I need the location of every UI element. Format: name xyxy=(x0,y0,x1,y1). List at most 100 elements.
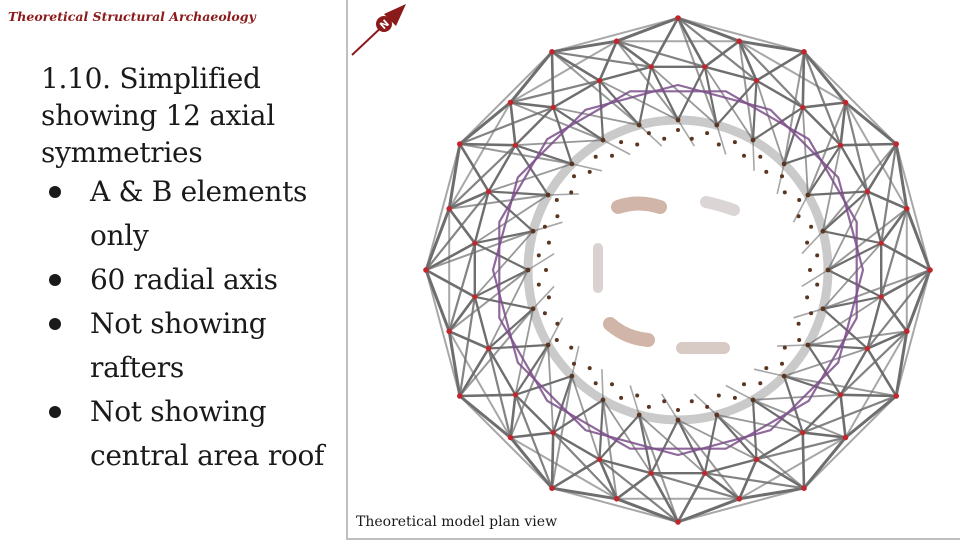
middle-node xyxy=(864,345,871,352)
radial-axis-node xyxy=(796,214,801,219)
radial-axis-node xyxy=(805,240,810,245)
truss-strut xyxy=(448,190,490,210)
truss-strut xyxy=(458,394,512,439)
outer-node xyxy=(549,49,555,55)
truss-strut xyxy=(894,143,909,209)
bullet-text: Not showing rafters xyxy=(90,307,267,384)
truss-strut xyxy=(550,51,555,108)
truss-strut xyxy=(551,458,601,490)
truss-strut xyxy=(515,139,604,147)
purple-rings xyxy=(491,83,865,457)
outer-node xyxy=(675,15,681,21)
middle-node xyxy=(486,345,492,352)
header-label: Theoretical Structural Archaeology xyxy=(8,9,256,24)
truss-strut xyxy=(532,285,555,310)
truss-strut xyxy=(527,253,555,271)
truss-strut xyxy=(448,144,517,210)
truss-strut xyxy=(704,458,757,475)
truss-strut xyxy=(488,163,573,193)
truss-strut xyxy=(514,344,550,396)
radial-axis-node xyxy=(619,140,624,145)
radial-axis-node xyxy=(758,154,763,159)
truss-strut xyxy=(677,17,718,126)
radial-axis-node xyxy=(815,253,820,258)
truss-strut xyxy=(840,142,897,147)
truss-strut xyxy=(827,191,869,271)
outer-node xyxy=(675,519,681,525)
radial-axis-node xyxy=(619,395,624,400)
truss-strut xyxy=(822,295,882,310)
outer-node xyxy=(613,38,620,44)
bullet-text: A & B elements only xyxy=(90,175,308,252)
truss-strut xyxy=(548,193,579,196)
truss-strut xyxy=(751,80,758,141)
inner-node xyxy=(569,161,575,167)
truss-strut xyxy=(801,269,829,287)
outer-node xyxy=(736,496,743,502)
middle-node xyxy=(878,294,884,300)
truss-strut xyxy=(803,395,897,489)
truss-strut xyxy=(704,40,741,68)
truss-strut xyxy=(552,431,618,500)
truss-strut xyxy=(551,50,601,82)
truss-strut xyxy=(458,143,490,193)
radial-axis-node xyxy=(635,142,640,147)
truss-strut xyxy=(509,394,517,438)
truss-strut xyxy=(487,269,529,349)
outer-node xyxy=(842,99,849,106)
radial-axis-node xyxy=(593,154,598,159)
radial-axis-node xyxy=(742,382,746,387)
radial-axis-node xyxy=(554,338,559,342)
truss-nodes xyxy=(423,15,933,525)
truss-strut xyxy=(510,79,600,104)
truss-strut xyxy=(822,143,897,232)
radial-axis-node xyxy=(546,295,551,300)
middle-node xyxy=(864,188,871,195)
inner-node xyxy=(714,412,720,418)
truss-strut xyxy=(839,394,847,438)
bullet-list: A & B elements only 60 radial axis Not s… xyxy=(40,170,340,478)
inner-node xyxy=(825,267,831,273)
truss-strut xyxy=(474,230,534,298)
truss-strut xyxy=(807,296,882,346)
inner-node xyxy=(636,412,642,418)
truss-strut xyxy=(827,269,882,298)
truss-strut xyxy=(704,65,757,82)
truss-strut xyxy=(802,431,846,439)
radial-axis-node xyxy=(662,136,667,141)
truss-strut xyxy=(487,190,534,233)
truss-strut xyxy=(801,230,824,255)
truss-strut xyxy=(459,106,554,146)
purple-ring xyxy=(491,83,865,457)
truss-strut xyxy=(704,66,754,141)
truss-strut xyxy=(487,307,534,350)
middle-node xyxy=(702,470,708,476)
bullet-icon xyxy=(49,406,61,418)
radial-axis-node xyxy=(732,140,737,145)
outer-node xyxy=(613,496,620,502)
truss-strut xyxy=(474,194,549,244)
middle-node xyxy=(472,294,478,300)
middle-node xyxy=(550,430,556,436)
bullet-text: 60 radial axis xyxy=(90,263,278,296)
inner-node xyxy=(636,122,642,128)
truss-strut xyxy=(822,242,882,310)
truss-strut xyxy=(650,472,740,500)
truss-strut xyxy=(905,208,932,271)
middle-node xyxy=(648,64,654,70)
truss-strut xyxy=(822,230,882,245)
truss-strut xyxy=(459,142,516,147)
truss-strut xyxy=(866,143,898,193)
inner-node xyxy=(569,373,575,379)
truss-strut xyxy=(716,414,803,434)
truss-strut xyxy=(783,375,804,433)
truss-strut xyxy=(474,269,529,298)
truss-strut xyxy=(602,399,652,474)
radial-axis-node xyxy=(572,361,576,366)
truss-strut xyxy=(425,268,476,298)
truss-strut xyxy=(448,207,476,244)
inner-wall-segments xyxy=(593,196,740,354)
middle-node xyxy=(596,456,603,462)
bullet-icon xyxy=(49,318,61,330)
truss-strut xyxy=(807,190,868,197)
